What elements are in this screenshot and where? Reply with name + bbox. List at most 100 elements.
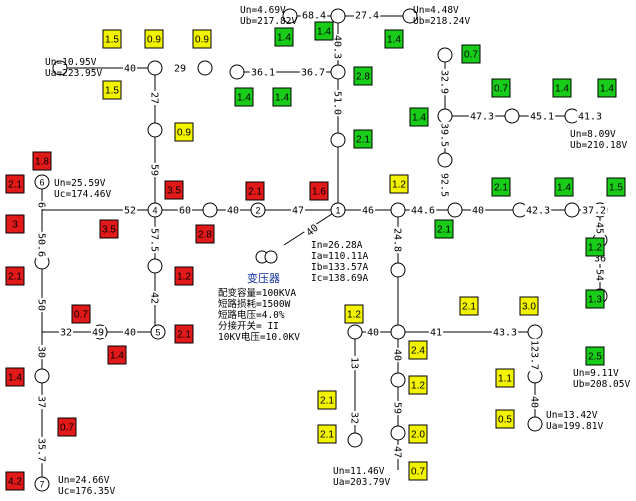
- segment-label-text: 36: [594, 254, 606, 265]
- segment-length: 37: [36, 394, 48, 410]
- junction-node: [390, 425, 406, 441]
- segment-label-bg: [225, 204, 241, 216]
- segment-label-bg: [177, 204, 193, 216]
- transformer-coil: [264, 250, 278, 264]
- segment-length: 35.7: [36, 436, 48, 464]
- load-box: 1.6: [309, 181, 329, 201]
- load-box-rect: [272, 87, 292, 107]
- node-label: 5: [155, 328, 160, 338]
- load-box-rect: [461, 44, 481, 64]
- segment-length: 44.6: [409, 204, 437, 217]
- segment-label-text: 40: [367, 328, 379, 339]
- load-box-rect: [585, 237, 605, 257]
- load-box-label: 1.4: [110, 351, 124, 362]
- segment-label-text: 60: [179, 206, 191, 217]
- load-box-rect: [554, 177, 574, 197]
- segment-length: 36.1: [249, 66, 277, 79]
- segment-label-bg: [365, 326, 381, 338]
- segment-length: 27: [149, 90, 161, 106]
- load-box: 1.5: [606, 177, 626, 197]
- junction-node: [229, 64, 245, 80]
- segment-label-bg: [576, 110, 604, 122]
- load-box-label: 2.1: [248, 187, 262, 198]
- load-box-rect: [102, 80, 122, 100]
- segment-length: 40: [392, 347, 404, 363]
- phase-voltage: Ub=217.82V: [240, 16, 297, 27]
- phase-voltage: Uc=174.46V: [54, 189, 111, 200]
- load-box: 2.1: [491, 177, 511, 197]
- node-label: 1: [335, 206, 340, 216]
- load-box-label: 1.4: [275, 93, 289, 104]
- load-box-rect: [144, 29, 164, 49]
- load-box-rect: [102, 29, 122, 49]
- load-box: 0.7: [491, 78, 511, 98]
- load-box-label: 2.1: [320, 396, 334, 407]
- load-box-label: 1.4: [412, 113, 426, 124]
- segment-label-bg: [524, 204, 552, 216]
- load-box-rect: [408, 461, 428, 481]
- junction-node: [330, 8, 346, 24]
- load-box-rect: [5, 367, 25, 387]
- segment-length: 30: [36, 344, 48, 360]
- junction-node: [52, 60, 68, 76]
- transformer-spec: 10KV电压=10.0KV: [218, 331, 300, 343]
- load-box-label: 0.7: [464, 50, 478, 61]
- segment-label-text: 37.2: [582, 206, 606, 217]
- segment-label-bg: [349, 410, 361, 426]
- segment-label-text: 24.8: [392, 228, 403, 252]
- segment-length: 59: [392, 400, 404, 416]
- transformer-spec: 短路电压=4.0%: [218, 309, 285, 321]
- load-box: 1.4: [274, 27, 294, 47]
- load-box-label: 1.4: [557, 183, 571, 194]
- load-box-label: 0.5: [498, 415, 512, 426]
- segment-label-bg: [302, 220, 322, 240]
- load-box-label: 1.2: [588, 243, 602, 254]
- segment-length: 92.5: [439, 171, 451, 199]
- load-box: 3.5: [99, 219, 119, 239]
- load-box-rect: [519, 296, 539, 316]
- load-box-rect: [245, 181, 265, 201]
- segment-label-bg: [122, 62, 138, 74]
- load-box-label: 1.1: [498, 374, 512, 385]
- load-box: 1.4: [272, 87, 292, 107]
- load-box-rect: [234, 87, 254, 107]
- load-box-label: 0.9: [177, 128, 191, 139]
- load-box: 2.1: [5, 266, 25, 286]
- segment-label-bg: [360, 204, 376, 216]
- load-box-label: 1.3: [588, 295, 602, 306]
- segment-label-bg: [36, 394, 48, 410]
- segment-label-bg: [149, 90, 161, 106]
- segment-label-bg: [172, 62, 188, 74]
- node-circle: [150, 324, 166, 340]
- load-box-rect: [317, 424, 337, 444]
- segment-label-bg: [36, 231, 48, 259]
- load-box: 2.0: [408, 424, 428, 444]
- load-box-rect: [5, 174, 25, 194]
- segment-length: 32: [349, 410, 361, 426]
- phase-voltage: Ua=203.79V: [333, 477, 390, 488]
- segment-label-text: 47.3: [470, 112, 494, 123]
- segment-label-bg: [353, 9, 381, 21]
- segment-length: 37.2: [580, 204, 608, 217]
- segment-length: 68.4: [300, 9, 328, 22]
- load-box-label: 2.1: [8, 272, 22, 283]
- segment-label-bg: [36, 436, 48, 464]
- junction-node: [390, 324, 406, 340]
- segment-length: 40: [122, 62, 138, 75]
- segment-length: 39.5: [439, 121, 451, 149]
- segment-label-text: 46: [362, 206, 374, 217]
- load-box-label: 2.1: [320, 430, 334, 441]
- load-box-rect: [57, 417, 77, 437]
- load-box-label: 1.4: [600, 84, 614, 95]
- segment-label-bg: [36, 344, 48, 360]
- load-box-label: 4.2: [8, 477, 22, 488]
- segment-label-text: 41: [430, 328, 442, 339]
- segment-length: 52: [122, 204, 138, 217]
- load-box-rect: [597, 78, 617, 98]
- load-box: 2.1: [317, 390, 337, 410]
- load-box: 0.9: [144, 29, 164, 49]
